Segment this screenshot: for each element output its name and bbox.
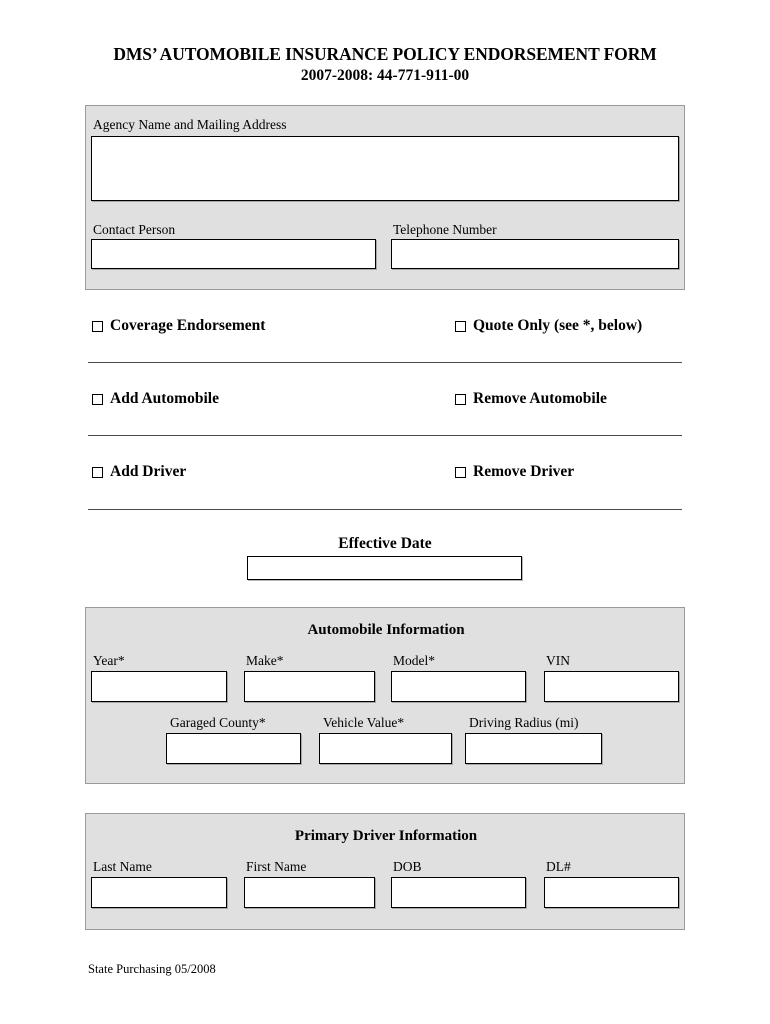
action-row-coverage: Coverage Endorsement Quote Only (see *, … xyxy=(88,317,682,343)
make-input[interactable] xyxy=(244,671,375,702)
telephone-number-input[interactable] xyxy=(391,239,679,269)
agency-information-panel: Agency Name and Mailing Address Contact … xyxy=(85,105,685,290)
checkbox-icon[interactable] xyxy=(92,394,103,405)
primary-driver-information-heading: Primary Driver Information xyxy=(294,828,478,844)
garaged-county-label: Garaged County* xyxy=(170,715,266,730)
checkbox-remove-driver[interactable]: Remove Driver xyxy=(455,463,574,480)
year-label: Year* xyxy=(93,653,125,668)
checkbox-add-automobile-label: Add Automobile xyxy=(110,390,219,407)
checkbox-remove-automobile-label: Remove Automobile xyxy=(473,390,607,407)
agency-address-label: Agency Name and Mailing Address xyxy=(93,117,287,132)
primary-driver-information-panel: Primary Driver Information Last Name Fir… xyxy=(85,813,685,930)
first-name-input[interactable] xyxy=(244,877,375,908)
automobile-information-panel: Automobile Information Year* Make* Model… xyxy=(85,607,685,784)
divider-3 xyxy=(88,509,682,510)
dob-label: DOB xyxy=(393,859,422,874)
checkbox-add-automobile[interactable]: Add Automobile xyxy=(92,390,219,407)
automobile-information-heading: Automobile Information xyxy=(307,622,465,638)
checkbox-icon[interactable] xyxy=(455,394,466,405)
checkbox-icon[interactable] xyxy=(92,321,103,332)
model-input[interactable] xyxy=(391,671,526,702)
driving-radius-label: Driving Radius (mi) xyxy=(469,715,579,730)
dl-number-input[interactable] xyxy=(544,877,679,908)
checkbox-quote-only[interactable]: Quote Only (see *, below) xyxy=(455,317,642,334)
year-input[interactable] xyxy=(91,671,227,702)
checkbox-remove-driver-label: Remove Driver xyxy=(473,463,575,480)
checkbox-add-driver[interactable]: Add Driver xyxy=(92,463,186,480)
page-title-line2: 2007-2008: 44-771-911-00 xyxy=(300,67,470,84)
last-name-label: Last Name xyxy=(93,859,152,874)
action-row-automobile: Add Automobile Remove Automobile xyxy=(88,390,682,416)
checkbox-coverage-endorsement-label: Coverage Endorsement xyxy=(110,317,266,334)
checkbox-icon[interactable] xyxy=(455,321,466,332)
contact-person-label: Contact Person xyxy=(93,222,176,237)
effective-date-input[interactable] xyxy=(247,556,522,580)
garaged-county-input[interactable] xyxy=(166,733,301,764)
driving-radius-input[interactable] xyxy=(465,733,602,764)
contact-person-input[interactable] xyxy=(91,239,376,269)
checkbox-quote-only-label: Quote Only (see *, below) xyxy=(473,317,643,334)
action-row-driver: Add Driver Remove Driver xyxy=(88,463,682,489)
dob-input[interactable] xyxy=(391,877,526,908)
checkbox-remove-automobile[interactable]: Remove Automobile xyxy=(455,390,607,407)
vehicle-value-label: Vehicle Value* xyxy=(323,715,405,730)
last-name-input[interactable] xyxy=(91,877,227,908)
agency-address-input[interactable] xyxy=(91,136,679,201)
checkbox-add-driver-label: Add Driver xyxy=(110,463,187,480)
page-title-line1: DMS’ AUTOMOBILE INSURANCE POLICY ENDORSE… xyxy=(113,44,657,64)
divider-2 xyxy=(88,435,682,436)
telephone-number-label: Telephone Number xyxy=(393,222,497,237)
checkbox-icon[interactable] xyxy=(92,467,103,478)
footer-note: State Purchasing 05/2008 xyxy=(88,962,216,976)
dl-number-label: DL# xyxy=(546,859,571,874)
vin-label: VIN xyxy=(546,653,570,668)
effective-date-heading: Effective Date xyxy=(338,535,432,552)
first-name-label: First Name xyxy=(246,859,307,874)
divider-1 xyxy=(88,362,682,363)
vin-input[interactable] xyxy=(544,671,679,702)
checkbox-coverage-endorsement[interactable]: Coverage Endorsement xyxy=(92,317,265,334)
make-label: Make* xyxy=(246,653,284,668)
page-title: DMS’ AUTOMOBILE INSURANCE POLICY ENDORSE… xyxy=(85,44,685,86)
model-label: Model* xyxy=(393,653,435,668)
vehicle-value-input[interactable] xyxy=(319,733,452,764)
checkbox-icon[interactable] xyxy=(455,467,466,478)
